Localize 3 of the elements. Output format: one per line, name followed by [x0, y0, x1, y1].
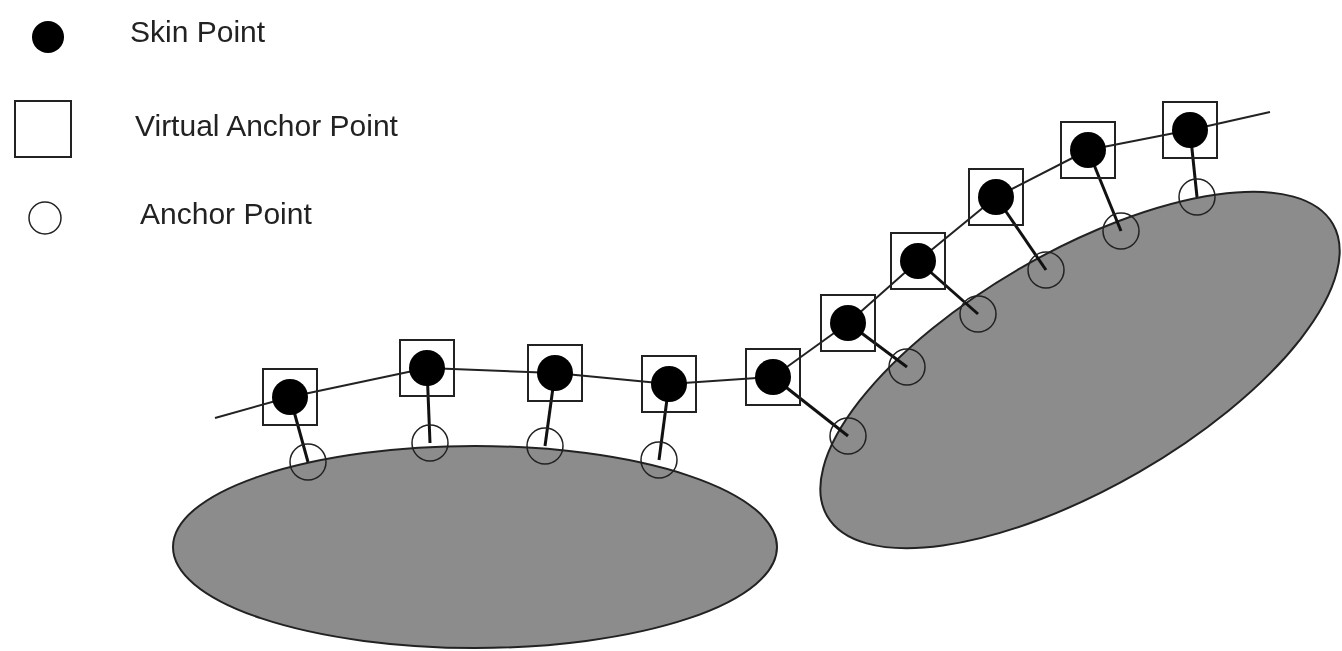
legend-text: Virtual Anchor Point — [135, 108, 398, 144]
legend-text: Anchor Point — [140, 196, 312, 232]
legend-text: Skin Point — [130, 14, 266, 50]
